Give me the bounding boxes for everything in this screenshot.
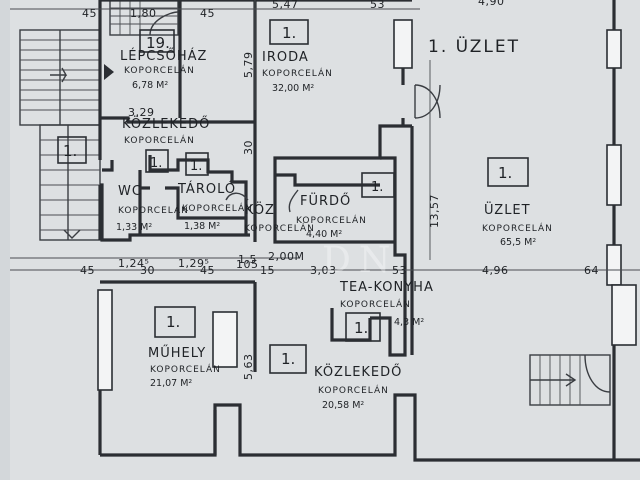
dim-mid-lower-7: 64	[584, 264, 599, 277]
dim-top-3: 5,47	[272, 0, 299, 11]
wc-material: KOPORCELÁN	[118, 204, 189, 216]
interior-staircase	[104, 0, 179, 80]
dim-mid-lower-4: 3,03	[310, 264, 337, 277]
muhely-name: MŰHELY	[148, 345, 206, 361]
iroda-number: 1.	[282, 24, 296, 42]
teakonyha-name: TEA-KONYHA	[339, 280, 434, 295]
dim-top-2: 45	[200, 7, 215, 20]
walls	[97, 0, 640, 462]
wc-area: 1,33 M²	[116, 222, 152, 233]
uzlet-title: 1. ÜZLET	[428, 35, 520, 57]
dim-vertical-1: 30	[242, 140, 255, 155]
dim-vertical-3: 5,63	[242, 354, 255, 381]
lepcsohaz-name: LÉPCSŐHÁZ	[120, 48, 207, 64]
left-stair-number: 1.	[63, 142, 77, 160]
uzlet-area: 65,5 M²	[500, 237, 536, 248]
dim-top-5: 4,90	[478, 0, 505, 8]
furdo-name: FÜRDŐ	[300, 192, 351, 209]
kozlekedo-top-material: KOPORCELÁN	[124, 134, 195, 146]
dim-vertical-0: 5,79	[242, 52, 255, 79]
dim-mid-lower-6: 4,96	[482, 264, 509, 277]
kozlekedo-bottom-name: KÖZLEKEDŐ	[314, 363, 402, 380]
wc-name: WC	[118, 184, 142, 199]
kozlekedo-bottom-number: 1.	[281, 350, 295, 368]
muhely-number: 1.	[166, 313, 180, 331]
uzlet-number: 1.	[498, 164, 512, 182]
teakonyha-area: 4,3 M²	[394, 317, 424, 328]
kozlekedo-bottom-material: KOPORCELÁN	[318, 384, 389, 396]
stair-arrow	[104, 64, 114, 80]
teakonyha-material: KOPORCELÁN	[340, 298, 411, 310]
watermark: DN	[322, 240, 398, 281]
koz-name: KÖZ	[245, 201, 275, 218]
uzlet-name: ÜZLET	[484, 201, 531, 218]
left-staircase	[19, 29, 101, 241]
furdo-number: 1.	[371, 180, 383, 195]
koz-material: KOPORCELÁN	[244, 222, 315, 234]
dim-top-1: 1,80	[130, 7, 157, 20]
kozlekedo-top-name: KÖZLEKEDŐ	[122, 115, 210, 132]
furdo-area: 4,40 M²	[306, 229, 342, 240]
dim-mid-lower-3: 15	[260, 264, 275, 277]
dim-mid-lower-2: 45	[200, 264, 215, 277]
iroda-name: IRODA	[262, 50, 309, 65]
dim-mid-upper-3: 2,00M	[268, 250, 304, 263]
lepcsohaz-area: 6,78 M²	[132, 80, 168, 91]
room-number-boxes	[139, 19, 529, 374]
wc-number: 1.	[150, 156, 162, 171]
furdo-material: KOPORCELÁN	[296, 214, 367, 226]
dim-mid-upper-0: 1,24⁵	[118, 257, 149, 270]
dim-mid-lower-0: 45	[80, 264, 95, 277]
dim-mid-upper-1: 1,29⁵	[178, 257, 209, 270]
dim-top-4: 53	[370, 0, 385, 11]
iroda-area: 32,00 M²	[272, 83, 314, 94]
dim-mid-lower-1: 30	[140, 264, 155, 277]
tarolo-name: TÁROLÓ	[177, 181, 236, 197]
lepcsohaz-material: KOPORCELÁN	[124, 64, 195, 76]
iroda-material: KOPORCELÁN	[262, 67, 333, 79]
dimension-lines	[10, 0, 640, 271]
dim-small-1: 105	[236, 258, 259, 271]
uzlet-material: KOPORCELÁN	[482, 222, 553, 234]
kozlekedo-bottom-area: 20,58 M²	[322, 400, 364, 411]
dim-top-0: 45	[82, 7, 97, 20]
muhely-area: 21,07 M²	[150, 378, 192, 389]
tarolo-number: 1.	[190, 159, 202, 174]
dim-mid-upper-2: 1,5	[238, 253, 257, 266]
tarolo-material: KOPORCELÁN	[182, 202, 253, 214]
tarolo-area: 1,38 M²	[184, 221, 220, 232]
teakonyha-number: 1.	[354, 319, 368, 337]
lepcsohaz-number: 19.	[146, 34, 170, 52]
muhely-material: KOPORCELÁN	[150, 363, 221, 375]
dim-mid-lower-5: 53	[392, 264, 407, 277]
dim-small-0: 3,29	[128, 106, 155, 119]
dim-vertical-2: 13,57	[428, 194, 441, 228]
